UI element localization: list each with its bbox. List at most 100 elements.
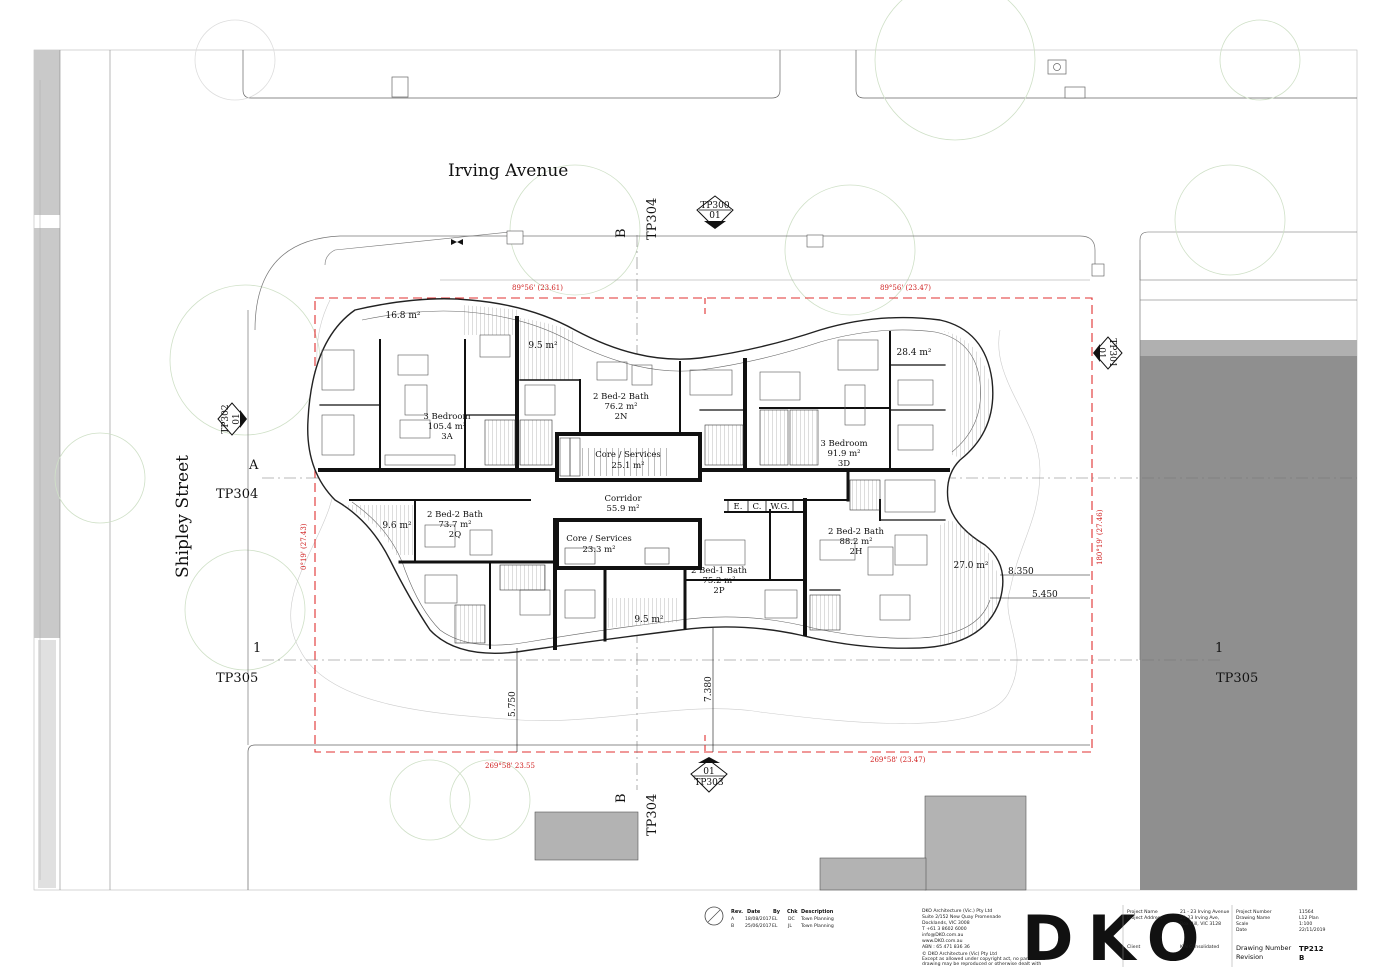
unit-3d: 3 Bedroom 91.9 m² 3D xyxy=(820,439,867,469)
left-neighbour-buildings xyxy=(34,50,111,890)
unit-2h: 2 Bed-2 Bath 88.2 m² 2H xyxy=(828,527,885,557)
service-wg: W.G. xyxy=(770,502,789,512)
core-2-label: Core / Services xyxy=(566,534,632,544)
bottom-neighbours xyxy=(247,744,1090,891)
unit-2q-id: 2Q xyxy=(449,530,461,540)
unit-2n-id: 2N xyxy=(615,412,628,422)
drawing-number-label: Drawing Number xyxy=(1236,944,1292,952)
right-neighbour-building xyxy=(1139,231,1357,890)
copyright-line-3: drawing may be reproduced or otherwise d… xyxy=(922,961,1041,967)
street-shipley-street: Shipley Street xyxy=(173,455,193,578)
unit-2h-area: 88.2 m² xyxy=(839,537,872,547)
unit-2n-type: 2 Bed-2 Bath xyxy=(593,392,650,402)
core-1-label: Core / Services xyxy=(595,450,661,460)
north-point-icon xyxy=(704,906,724,926)
unit-3a: 3 Bedroom 105.4 m² 3A xyxy=(423,412,470,442)
rev-b-desc: Town Planning xyxy=(800,923,834,929)
copyright-line-1: © DKO Architecture (Vic) Pty Ltd xyxy=(922,950,997,957)
rev-header-rev: Rev. xyxy=(731,909,743,915)
project-address-line-1: 21-23 Irving Ave, xyxy=(1180,915,1220,921)
rev-a-desc: Town Planning xyxy=(800,916,834,922)
top-neighbours xyxy=(242,50,1357,99)
firm-details: DKO Architecture (Vic.) Pty Ltd Suite 2/… xyxy=(921,908,1046,967)
scale-label: Scale xyxy=(1236,921,1249,927)
bearing-left: 0°19' (27.43) xyxy=(300,523,308,570)
pit-3 xyxy=(1091,263,1105,277)
project-name-label: Project Name xyxy=(1127,909,1158,915)
bearing-right: 180°19' (27.46) xyxy=(1096,509,1104,565)
rev-a-rev: A xyxy=(731,916,735,922)
project-address-label: Project Address xyxy=(1127,915,1163,921)
unit-2p-type: 2 Bed-1 Bath xyxy=(691,566,748,576)
project-name-value: 21 - 23 Irving Avenue xyxy=(1180,909,1229,915)
firm-line-6: www.DKO.com.au xyxy=(922,938,963,944)
service-c: C. xyxy=(753,502,762,512)
firm-line-7: ABN : 65 471 836 36 xyxy=(922,944,970,950)
rev-header-chk: Chk xyxy=(787,909,798,915)
balcony-area-3: 28.4 m² xyxy=(896,348,931,358)
unit-2p-id: 2P xyxy=(713,586,724,596)
core-1-area: 25.1 m² xyxy=(611,461,644,471)
section-ref-b-bottom: B xyxy=(614,793,629,803)
revision-table: Rev. Date By Chk Description A 18/08/201… xyxy=(731,909,834,929)
unit-2q-type: 2 Bed-2 Bath xyxy=(427,510,484,520)
elevation-left-num: 01 xyxy=(232,413,242,424)
rev-a-chk: DC xyxy=(788,916,795,922)
client-value: KIN Consolidated xyxy=(1180,944,1219,950)
elevation-marker-top: TP300 01 xyxy=(696,195,734,229)
dimension-7380: 7.380 xyxy=(704,676,714,702)
corridor-label: Corridor xyxy=(604,494,642,504)
rev-a-date: 18/08/2017 xyxy=(745,916,772,922)
balcony-edge-bottom xyxy=(351,501,991,646)
elevation-right-sheet: TP301 xyxy=(1107,338,1117,367)
corridor-area: 55.9 m² xyxy=(606,504,639,514)
services-labels: E. C. W.G. xyxy=(727,499,794,513)
furniture xyxy=(321,334,936,621)
project-number-label: Project Number xyxy=(1236,909,1272,915)
unit-2q-area: 73.7 m² xyxy=(438,520,471,530)
site-kerb-outline xyxy=(247,235,1141,745)
drawing-name-label: Drawing Name xyxy=(1236,915,1270,921)
title-boundary xyxy=(314,297,1093,753)
elevation-top-num: 01 xyxy=(709,211,720,221)
wet-areas xyxy=(454,409,881,644)
stair-core xyxy=(580,448,670,476)
section-ref-1-right: 1 xyxy=(1215,641,1223,656)
balcony-area-6: 27.0 m² xyxy=(953,561,988,571)
landscape-path xyxy=(290,299,1041,724)
bearing-bottom-right: 269°58' (23.47) xyxy=(870,756,926,764)
pit-1 xyxy=(506,230,524,245)
balcony-area-5: 9.5 m² xyxy=(634,615,664,625)
unit-2n-area: 76.2 m² xyxy=(604,402,637,412)
unit-2p: 2 Bed-1 Bath 75.2 m² 2P xyxy=(691,566,748,596)
driveway-line xyxy=(324,231,511,266)
section-ref-1-left: 1 xyxy=(253,641,261,656)
unit-2p-area: 75.2 m² xyxy=(702,576,735,586)
dimension-8350: 8.350 xyxy=(1008,567,1034,577)
section-ref-a-left: A xyxy=(248,458,259,473)
revision-label: Revision xyxy=(1236,953,1263,961)
unit-3a-type: 3 Bedroom xyxy=(423,412,470,422)
unit-3d-area: 91.9 m² xyxy=(827,449,860,459)
elevation-marker-right: TP301 01 xyxy=(1093,336,1123,370)
rev-header-by: By xyxy=(773,909,781,915)
dko-logo: DKO xyxy=(1022,902,1213,967)
sink-fixture xyxy=(644,547,670,565)
driveway-arrow-icon xyxy=(451,239,463,245)
rev-header-date: Date xyxy=(747,909,761,915)
rev-b-date: 25/06/2017 xyxy=(745,923,772,929)
core-2-area: 23.3 m² xyxy=(582,545,615,555)
client-label: Client xyxy=(1127,944,1140,950)
unit-3a-area: 105.4 m² xyxy=(428,422,467,432)
rev-a-by: EL xyxy=(772,916,778,922)
date-value: 22/11/2019 xyxy=(1299,927,1326,933)
unit-2q: 2 Bed-2 Bath 73.7 m² 2Q xyxy=(427,510,484,540)
balcony-area-2: 9.5 m² xyxy=(528,341,558,351)
section-ref-tp305-left: TP305 xyxy=(216,671,258,686)
section-ref-b-top: B xyxy=(614,228,629,238)
scale-value: 1:100 xyxy=(1299,921,1312,927)
unit-2h-type: 2 Bed-2 Bath xyxy=(828,527,885,537)
drawing-number-value: TP212 xyxy=(1299,945,1324,953)
balcony-area-4: 9.6 m² xyxy=(382,521,412,531)
drawing-name-value: L12 Plan xyxy=(1299,915,1319,921)
